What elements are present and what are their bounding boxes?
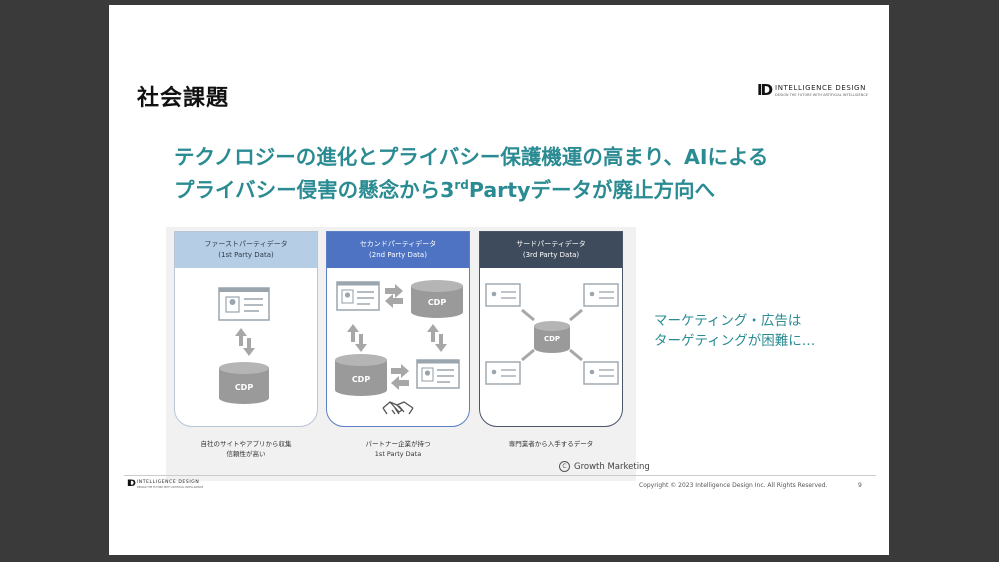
panel-subtitle: (1st Party Data) <box>218 251 274 259</box>
panel-title: サードパーティデータ <box>516 240 586 248</box>
cdp-label: CDP <box>235 383 254 392</box>
slide: 社会課題 ID INTELLIGENCE DESIGN DESIGN THE F… <box>109 5 889 555</box>
panel-second-party: セカンドパーティデータ (2nd Party Data) CDP <box>326 231 470 427</box>
database-icon <box>534 321 570 353</box>
database-icon <box>219 362 269 404</box>
headline: テクノロジーの進化とプライバシー保護機運の高まり、AIによる プライバシー侵害の… <box>174 143 768 204</box>
panel-subtitle: (3rd Party Data) <box>522 251 580 259</box>
database-icon <box>411 280 463 318</box>
double-arrow-icon <box>391 364 409 390</box>
panel-subtitle: (2nd Party Data) <box>369 251 427 259</box>
id-card-icon <box>485 283 521 307</box>
copyright-text: Copyright © 2023 Intelligence Design Inc… <box>639 482 828 489</box>
panel-caption-third: 専門業者から入手するデータ <box>508 440 594 448</box>
cdp-label: CDP <box>428 298 447 307</box>
id-card-icon <box>485 361 521 385</box>
headline-line1: テクノロジーの進化とプライバシー保護機運の高まり、AIによる <box>174 145 769 169</box>
side-note: マーケティング・広告は ターゲティングが困難に… <box>654 313 816 349</box>
double-arrow-icon <box>521 308 583 362</box>
logo-tagline: DESIGN THE FUTURE WITH ARTIFICIAL INTELL… <box>775 92 868 97</box>
id-card-icon <box>583 361 619 385</box>
double-arrow-icon <box>347 324 447 352</box>
id-card-icon <box>416 359 460 389</box>
double-arrow-icon <box>235 328 255 356</box>
logo-name: INTELLIGENCE DESIGN <box>775 83 866 92</box>
panel-caption-first: 自社のサイトやアプリから収集 信頼性が高い <box>200 440 292 458</box>
footer-logo: ID INTELLIGENCE DESIGN DESIGN THE FUTURE… <box>127 479 204 489</box>
handshake-icon <box>382 401 414 415</box>
company-logo: ID INTELLIGENCE DESIGN DESIGN THE FUTURE… <box>757 81 868 99</box>
slide-title: 社会課題 <box>137 86 230 111</box>
panel-title: セカンドパーティデータ <box>359 240 437 248</box>
page-number: 9 <box>858 482 862 489</box>
id-card-icon <box>218 287 270 321</box>
cdp-label: CDP <box>544 335 560 343</box>
panel-third-party: サードパーティデータ (3rd Party Data) <box>479 231 623 427</box>
database-icon <box>335 354 387 396</box>
headline-line2: プライバシー侵害の懸念から3rdPartyデータが廃止方向へ <box>174 178 715 202</box>
cdp-label: CDP <box>352 375 371 384</box>
panel-title: ファーストパーティデータ <box>204 240 288 248</box>
panel-caption-second: パートナー企業が持つ 1st Party Data <box>365 440 431 458</box>
logo-mark: ID <box>757 81 773 99</box>
id-card-icon <box>583 283 619 307</box>
double-arrow-icon <box>385 284 403 308</box>
footer-divider <box>124 475 876 476</box>
id-card-icon <box>336 281 380 311</box>
panel-first-party: ファーストパーティデータ (1st Party Data) CDP <box>174 231 318 427</box>
growth-marketing-credit: C Growth Marketing <box>559 461 650 472</box>
copyright-icon: C <box>559 461 570 472</box>
